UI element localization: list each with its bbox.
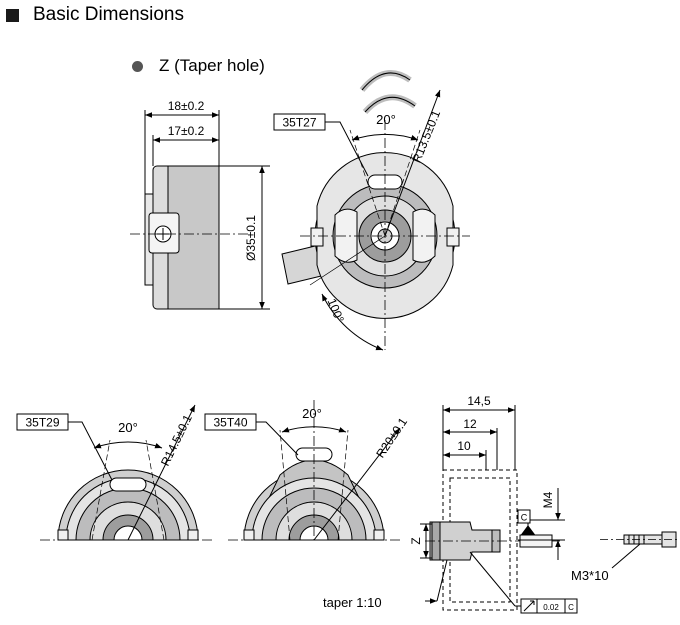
dim-section-z: Z: [409, 537, 423, 544]
dim-section-14-5: 14,5: [467, 394, 491, 408]
t27-radius-leader: [384, 89, 441, 237]
t40-radius-leader: [313, 427, 401, 541]
dim-section-12: 12: [463, 417, 477, 431]
runout-frame: [520, 598, 578, 614]
t40-radius: R20±0.1: [373, 415, 410, 461]
t27-angle-arc: [351, 133, 419, 141]
heading-text: Basic Dimensions: [33, 4, 184, 25]
dim-section-m4: M4: [541, 491, 555, 508]
section-heading: Basic Dimensions: [6, 2, 184, 28]
runout-arrow-icon: [523, 600, 535, 612]
section-shaft-end: [519, 534, 553, 548]
runout-datum: C: [568, 603, 574, 612]
t29-radius-leader: [127, 404, 196, 541]
t27-angle: 20°: [376, 112, 396, 127]
t29-taper-hole: [113, 525, 143, 541]
variant-subheading: Z (Taper hole): [132, 56, 265, 76]
t27-tab-right: [446, 227, 460, 247]
t27-tab-left: [310, 227, 324, 247]
t27-cable-angle-arc: [321, 293, 384, 351]
t40-angle-arc: [281, 426, 347, 433]
dim-overall-length: 18±0.2: [168, 99, 205, 113]
screw-label: M3*10: [571, 568, 609, 583]
t27-tag: 35T27: [282, 116, 316, 130]
t29-tag: 35T29: [25, 416, 59, 430]
t27-radius: R13.5±0.1: [409, 108, 443, 165]
t29-tag-box: [16, 413, 69, 431]
taper-label: taper 1:10: [323, 595, 382, 610]
t29-angle-arc: [93, 441, 163, 449]
runout-value: 0.02: [543, 603, 559, 612]
front-view-35t29: [40, 404, 215, 541]
t29-angle: 20°: [118, 420, 138, 435]
t40-tag: 35T40: [213, 416, 247, 430]
side-body-shade: [167, 165, 220, 310]
front-view-35t40: [228, 400, 401, 541]
dim-body-diameter: Ø35±0.1: [244, 215, 258, 261]
t40-angle: 20°: [302, 406, 322, 421]
datum-c-box: [517, 509, 531, 524]
bullet-square-icon: [6, 8, 19, 22]
t29-slot: [109, 477, 147, 492]
front-view-35t27: [281, 69, 470, 351]
t40-tag-box: [204, 413, 257, 431]
bullet-dot-icon: [132, 60, 143, 72]
t27-tag-box: [273, 113, 326, 131]
side-view: [130, 110, 270, 310]
datum-c: C: [521, 513, 528, 523]
dim-section-10: 10: [457, 439, 471, 453]
t29-radius: R14.5±0.1: [158, 412, 195, 468]
m3-screw-icon: [600, 531, 680, 569]
dim-body-length: 17±0.2: [168, 124, 205, 138]
subheading-text: Z (Taper hole): [159, 56, 265, 75]
